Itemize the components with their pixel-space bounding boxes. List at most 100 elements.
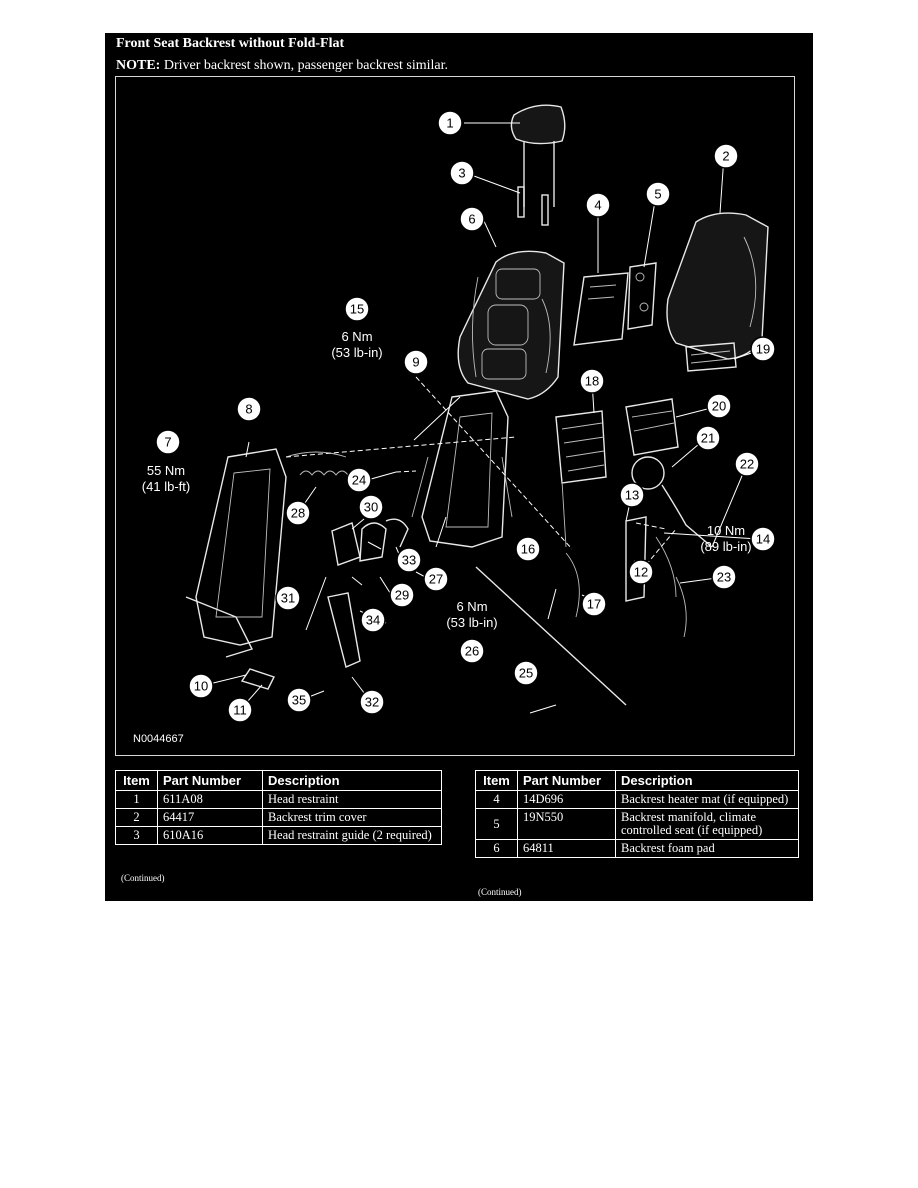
callout-1: 1 (437, 110, 463, 136)
callout-10: 10 (188, 673, 214, 699)
torque-7-lbft: (41 lb-ft) (142, 479, 190, 494)
lever-parts-drawing (327, 518, 409, 668)
svg-text:12: 12 (634, 565, 648, 580)
header-item: Item (115, 770, 158, 791)
callout-4: 4 (585, 192, 611, 218)
svg-text:5: 5 (654, 187, 661, 202)
head-restraint-guides-drawing (517, 186, 549, 226)
svg-text:2: 2 (722, 149, 729, 164)
svg-text:35: 35 (292, 693, 306, 708)
svg-text:6: 6 (468, 212, 475, 227)
cell-item: 6 (475, 839, 518, 858)
svg-text:24: 24 (352, 473, 366, 488)
callout-6: 6 (459, 206, 485, 232)
svg-text:33: 33 (402, 553, 416, 568)
callout-33: 33 (396, 547, 422, 573)
callout-7: 7 (155, 429, 181, 455)
backrest-frame-drawing (411, 390, 513, 548)
coil-drawing (285, 451, 349, 476)
exploded-view-figure: 6 Nm (53 lb-in) 55 Nm (41 lb-ft) 6 Nm (5… (115, 76, 795, 756)
cell-description: Backrest trim cover (262, 808, 442, 827)
callout-9: 9 (403, 349, 429, 375)
svg-text:20: 20 (712, 399, 726, 414)
svg-text:27: 27 (429, 572, 443, 587)
callout-17: 17 (581, 591, 607, 617)
callout-8: 8 (236, 396, 262, 422)
cell-part-number: 64417 (157, 808, 263, 827)
cable-drawing (661, 484, 713, 548)
header-description: Description (262, 770, 442, 791)
bracket-drawing (240, 668, 275, 690)
callout-23: 23 (711, 564, 737, 590)
parts-table-left: Item Part Number Description 1 611A08 He… (115, 770, 442, 845)
svg-text:28: 28 (291, 506, 305, 521)
cell-item: 4 (475, 790, 518, 809)
cell-item: 5 (475, 808, 518, 840)
torque-7-nm: 55 Nm (147, 463, 185, 478)
heater-mat-drawing (573, 272, 629, 346)
callout-24: 24 (346, 467, 372, 493)
header-part-number: Part Number (517, 770, 616, 791)
callout-14: 14 (750, 526, 776, 552)
svg-text:15: 15 (350, 302, 364, 317)
torque-26-lbin: (53 lb-in) (446, 615, 497, 630)
torque-14-lbin: (89 lb-in) (700, 539, 751, 554)
callout-30: 30 (358, 494, 384, 520)
cell-description: Backrest heater mat (if equipped) (615, 790, 799, 809)
callout-32: 32 (359, 689, 385, 715)
table-row: 6 64811 Backrest foam pad (475, 839, 799, 858)
continued-label-left: (Continued) (121, 873, 165, 883)
svg-text:26: 26 (465, 644, 479, 659)
callout-26: 26 (459, 638, 485, 664)
svg-text:10: 10 (194, 679, 208, 694)
callout-27: 27 (423, 566, 449, 592)
svg-text:11: 11 (233, 703, 247, 718)
cell-description: Backrest foam pad (615, 839, 799, 858)
wiring-drawing (561, 480, 687, 638)
svg-text:21: 21 (701, 431, 715, 446)
callout-20: 20 (706, 393, 732, 419)
document-panel: Front Seat Backrest without Fold-Flat NO… (105, 33, 813, 901)
callout-15: 15 (344, 296, 370, 322)
callout-11: 11 (227, 697, 253, 723)
cell-part-number: 64811 (517, 839, 616, 858)
backrest-foam-pad-drawing (457, 250, 565, 400)
callout-16: 16 (515, 536, 541, 562)
callout-18: 18 (579, 368, 605, 394)
backrest-manifold-drawing (627, 262, 657, 330)
torque-15-nm: 6 Nm (341, 329, 372, 344)
callout-2: 2 (713, 143, 739, 169)
cell-part-number: 611A08 (157, 790, 263, 809)
cell-description: Head restraint (262, 790, 442, 809)
header-item: Item (475, 770, 518, 791)
callout-31: 31 (275, 585, 301, 611)
svg-text:7: 7 (164, 435, 171, 450)
left-frame-drawing (185, 448, 287, 658)
note-text: Driver backrest shown, passenger backres… (160, 58, 449, 73)
springs-drawing (555, 342, 737, 490)
exploded-view-drawing: 6 Nm (53 lb-in) 55 Nm (41 lb-ft) 6 Nm (5… (133, 104, 776, 745)
cell-part-number: 610A16 (157, 826, 263, 845)
svg-text:4: 4 (594, 198, 601, 213)
cell-item: 3 (115, 826, 158, 845)
svg-text:23: 23 (717, 570, 731, 585)
cell-description: Backrest manifold, climate controlled se… (615, 808, 799, 840)
header-part-number: Part Number (157, 770, 263, 791)
backrest-trim-cover-drawing (666, 212, 769, 360)
torque-26-nm: 6 Nm (456, 599, 487, 614)
figure-number: N0044667 (133, 733, 184, 745)
head-restraint-drawing (510, 104, 566, 207)
table-row: 4 14D696 Backrest heater mat (if equippe… (475, 790, 799, 809)
svg-text:16: 16 (521, 542, 535, 557)
torque-14-nm: 10 Nm (707, 523, 745, 538)
section-title: Front Seat Backrest without Fold-Flat (116, 36, 345, 51)
svg-text:29: 29 (395, 588, 409, 603)
table-header-row: Item Part Number Description (115, 770, 442, 791)
callout-21: 21 (695, 425, 721, 451)
svg-text:1: 1 (446, 116, 453, 131)
svg-text:3: 3 (458, 166, 465, 181)
table-header-row: Item Part Number Description (475, 770, 799, 791)
callout-13: 13 (619, 482, 645, 508)
svg-text:8: 8 (245, 402, 252, 417)
svg-text:25: 25 (519, 666, 533, 681)
